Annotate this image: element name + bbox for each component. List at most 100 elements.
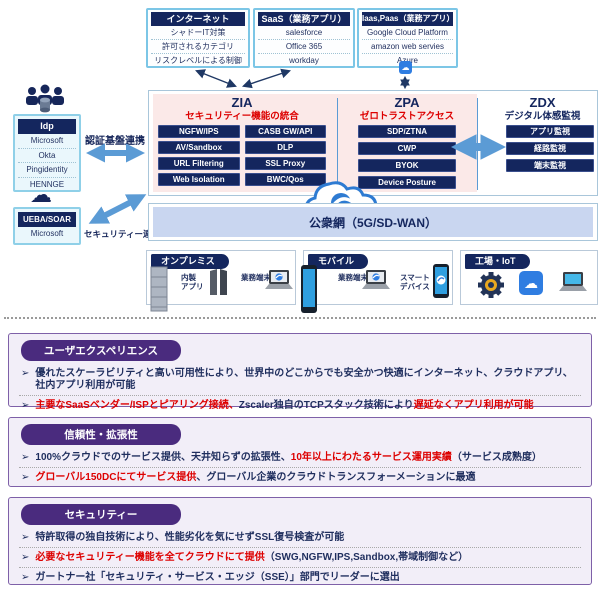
bullet-row: ➢特許取得の独自技術により、性能劣化を気にせずSSL復号検査が可能 <box>19 528 581 548</box>
cloud-icon: ☁ <box>30 182 52 207</box>
database-icon <box>40 97 50 113</box>
bullet-text: 優れたスケーラビリティと高い可用性により、世界中のどこからでも安全かつ快適にイン… <box>35 368 573 391</box>
ueba-soar-box-title: UEBA/SOAR <box>18 212 76 227</box>
iaas-item: Google Cloud Platform <box>362 26 453 40</box>
mobile-box: モバイル 業務端末 スマートデバイス <box>301 250 453 313</box>
people-group-icon <box>26 84 64 113</box>
bullet-row: ➢ ガートナー社「セキュリティ・サービス・エッジ（SSE）」部門でリーダーに選出 <box>19 568 581 587</box>
iaas-paas-box-title: Iaas,Paas（業務アプリ） <box>362 12 454 26</box>
zdx-subtitle: デジタル体感監視 <box>504 111 581 122</box>
bullet-text: 必要なセキュリティー機能を全てクラウドにて提供（SWG,NGFW,IPS,San… <box>35 552 469 563</box>
idp-box-title: Idp <box>18 119 76 134</box>
section-user-experience-title: ユーザエクスペリエンス <box>21 340 181 361</box>
bullet-text: ガートナー社「セキュリティ・サービス・エッジ（SSE）」部門でリーダーに選出 <box>35 572 400 583</box>
smart-device-icon <box>433 264 449 298</box>
zpa-feature: BYOK <box>358 159 456 172</box>
zpa-feature: CWP <box>358 142 456 155</box>
idp-item: Okta <box>18 149 76 163</box>
saas-box-title: SaaS（業務アプリ） <box>258 12 350 26</box>
ueba-soar-item: Microsoft <box>30 229 64 238</box>
idp-item: HENNGE <box>29 179 65 189</box>
bullet-row: ➢ 必要なセキュリティー機能を全てクラウドにて提供（SWG,NGFW,IPS,Sa… <box>19 548 581 568</box>
zpa-feature: Device Posture <box>358 176 456 189</box>
diagram-footer-divider <box>4 317 596 319</box>
zdx-title: ZDX <box>529 95 556 110</box>
work-terminal-label: 業務端末 <box>241 273 271 282</box>
zia-feature: DLP <box>244 141 326 154</box>
zscaler-connector-icon: ☁ <box>399 61 412 74</box>
zpa-feature: SDP/ZTNA <box>358 125 456 138</box>
iaas-item: amazon web servies <box>362 40 453 54</box>
factory-iot-box: 工場・IoT ☁ <box>460 250 598 305</box>
saas-box: SaaS（業務アプリ） salesforce Office 365 workda… <box>253 8 355 68</box>
section-user-experience-bullets: ➢ 優れたスケーラビリティと高い可用性により、世界中のどこからでも安全かつ快適にイ… <box>19 364 581 415</box>
zdx-feature-list: アプリ監視 経路監視 端末監視 <box>506 125 594 172</box>
idp-item: Pingidentity <box>18 163 76 178</box>
zia-feature: AV/Sandbox <box>158 141 240 154</box>
factory-iot-label: 工場・IoT <box>465 254 530 269</box>
zia-feature: NGFW/IPS <box>158 125 240 138</box>
internet-box-title: インターネット <box>151 12 245 26</box>
smart-device-label: スマートデバイス <box>400 273 430 291</box>
security-link-arrow <box>88 194 147 224</box>
laptop-icon <box>362 270 390 289</box>
internet-box: インターネット シャドーIT対策 許可されるカテゴリ リスクレベルによる制御 <box>146 8 250 68</box>
security-link-label: セキュリティー連携 <box>84 229 160 239</box>
zpa-subtitle: ゼロトラストアクセス <box>359 111 455 122</box>
zia-feature: SSL Proxy <box>244 157 326 170</box>
zia-saas-arrow <box>242 68 291 89</box>
section-reliability-title: 信頼性・拡張性 <box>21 424 181 445</box>
internet-item: シャドーIT対策 <box>151 26 245 40</box>
zpa-feature-list: SDP/ZTNA CWP BYOK Device Posture <box>358 125 456 189</box>
zia-zpa-divider <box>337 98 338 190</box>
bullet-arrow-icon: ➢ <box>21 400 30 411</box>
bullet-arrow-icon: ➢ <box>21 572 30 583</box>
server-icon <box>150 266 168 312</box>
zia-internet-arrow <box>195 69 237 88</box>
bullet-arrow-icon: ➢ <box>21 452 30 463</box>
section-reliability-bullets: ➢ 100%クラウドでのサービス提供、天井知らずの拡張性、10年以上にわたるサービ… <box>19 448 581 487</box>
bullet-arrow-icon: ➢ <box>21 552 30 563</box>
ueba-soar-box: UEBA/SOAR Microsoft <box>13 207 81 245</box>
zia-feature: CASB GW/API <box>244 125 326 138</box>
bullet-arrow-icon: ➢ <box>21 532 30 543</box>
internet-item: リスクレベルによる制御 <box>154 56 242 65</box>
bullet-text: 主要なSaaSベンダー/ISPとピアリング接続、Zscaler独自のTCPスタッ… <box>35 400 534 411</box>
zia-feature: BWC/Qos <box>244 173 326 186</box>
section-reliability: 信頼性・拡張性 ➢ 100%クラウドでのサービス提供、天井知らずの拡張性、10年以… <box>8 417 592 487</box>
zia-feature: URL Filtering <box>158 157 240 170</box>
laptop-icon <box>265 270 293 289</box>
building-icon <box>210 269 227 295</box>
architecture-diagram: インターネット シャドーIT対策 許可されるカテゴリ リスクレベルによる制御 S… <box>4 8 598 319</box>
zpa-zdx-divider <box>477 98 478 190</box>
phone-icon <box>301 265 317 313</box>
iaas-paas-box: Iaas,Paas（業務アプリ） Google Cloud Platform a… <box>357 8 458 68</box>
zscaler-app-icon: ☁ <box>519 271 543 295</box>
laptop-icon <box>559 272 587 291</box>
bullet-text: 100%クラウドでのサービス提供、天井知らずの拡張性、10年以上にわたるサービス… <box>35 452 542 463</box>
bullet-row: ➢ 主要なSaaSベンダー/ISPとピアリング接続、Zscaler独自のTCPスタ… <box>19 396 581 415</box>
public-network-band: 公衆網（5G/SD-WAN） <box>153 207 593 237</box>
zdx-feature: 経路監視 <box>506 142 594 155</box>
internet-item: 許可されるカテゴリ <box>151 40 245 54</box>
work-terminal-label: 業務端末 <box>338 273 368 282</box>
zia-feature: Web Isolation <box>158 173 240 186</box>
gear-icon <box>478 272 504 298</box>
saas-item: Office 365 <box>258 40 350 54</box>
bullet-row: ➢ 100%クラウドでのサービス提供、天井知らずの拡張性、10年以上にわたるサービ… <box>19 448 581 468</box>
section-security-title: セキュリティー <box>21 504 181 525</box>
saas-item: workday <box>289 56 319 65</box>
section-user-experience: ユーザエクスペリエンス ➢優れたスケーラビリティと高い可用性により、世界中のどこ… <box>8 333 592 411</box>
zia-subtitle: セキュリティー機能の統合 <box>185 111 299 122</box>
zpa-title: ZPA <box>394 95 420 110</box>
zia-title: ZIA <box>231 95 253 110</box>
mobile-label: モバイル <box>308 254 369 269</box>
auth-link-label: 認証基盤連携 <box>85 136 145 147</box>
bullet-row: ➢優れたスケーラビリティと高い可用性により、世界中のどこからでも安全かつ快適にイ… <box>19 364 581 396</box>
zdx-feature: 端末監視 <box>506 159 594 172</box>
saas-item: salesforce <box>258 26 350 40</box>
zdx-feature: アプリ監視 <box>506 125 594 138</box>
idp-item: Microsoft <box>18 134 76 149</box>
on-premises-label: オンプレミス <box>151 254 229 269</box>
